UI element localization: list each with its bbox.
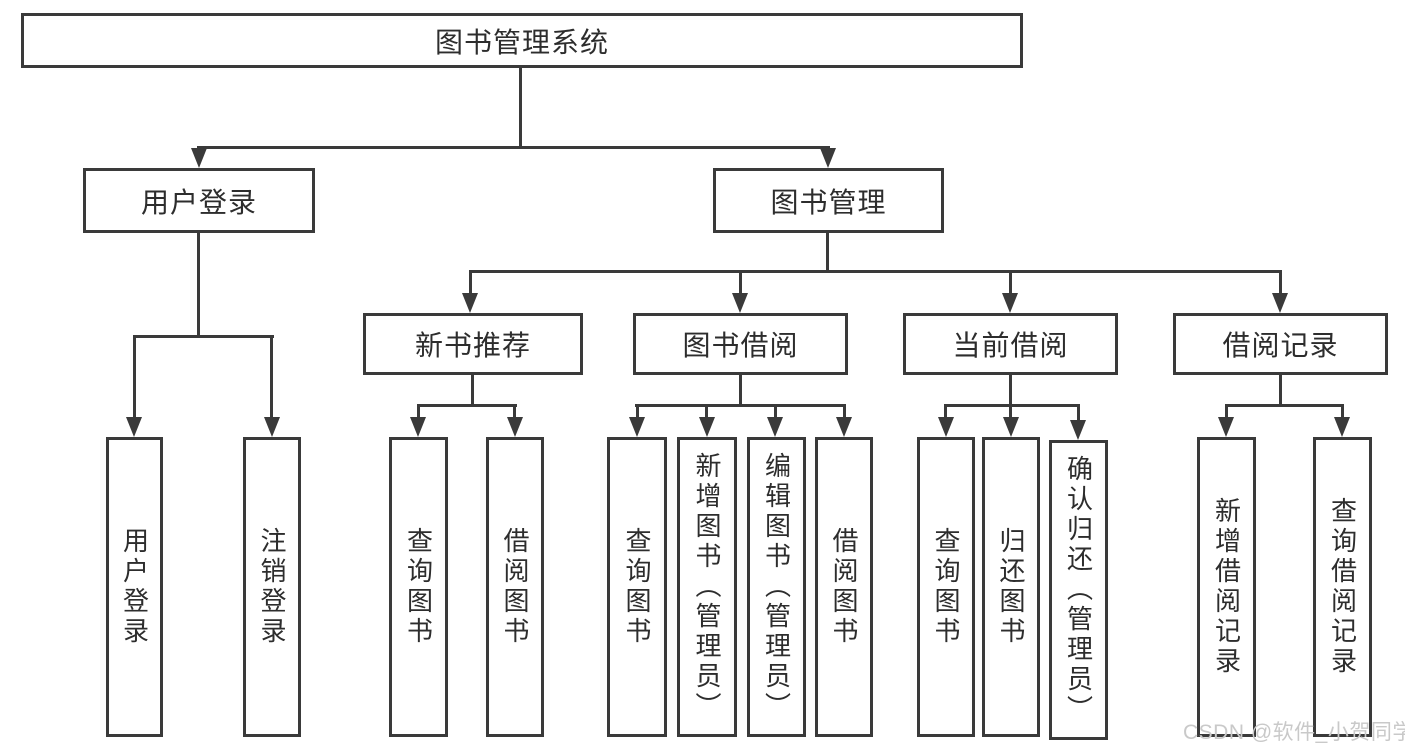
connector-shaft-query-books-borrowing — [636, 406, 639, 417]
connector-current-borrowing-hline — [944, 404, 1080, 407]
leaf-confirm-return-admin: 确认归还（管理员） — [1049, 440, 1108, 740]
node-book-borrowing: 图书借阅 — [633, 313, 848, 375]
connector-shaft-query-books-current — [944, 406, 947, 417]
connector-shaft-logout — [270, 337, 273, 417]
connector-shaft-current-borrowing — [1009, 272, 1012, 293]
connector-shaft-add-book — [705, 406, 708, 417]
arrowhead-borrow-books — [836, 417, 852, 437]
connector-new-book-hline — [417, 404, 517, 407]
arrowhead-book-management — [820, 148, 836, 168]
connector-level2-hline — [197, 146, 830, 149]
arrowhead-query-books-current — [938, 417, 954, 437]
arrowhead-add-book — [699, 417, 715, 437]
leaf-add-borrow-record: 新增借阅记录 — [1197, 437, 1256, 737]
arrowhead-borrow-books-recommend — [507, 417, 523, 437]
connector-book-management-stem — [826, 233, 829, 272]
connector-root-stem — [519, 68, 522, 148]
leaf-query-books-recommend: 查询图书 — [389, 437, 448, 737]
connector-shaft-book-borrowing — [739, 272, 742, 293]
node-library-management-system: 图书管理系统 — [21, 13, 1023, 68]
leaf-borrow-books-recommend: 借阅图书 — [486, 437, 544, 737]
leaf-borrow-books: 借阅图书 — [815, 437, 873, 737]
leaf-edit-book-admin: 编辑图书（管理员） — [747, 437, 806, 737]
connector-shaft-user-login-leaf — [133, 337, 136, 417]
connector-level3-hline — [469, 270, 1282, 273]
connector-shaft-return-books — [1009, 406, 1012, 417]
leaf-query-books-borrowing-label: 查询图书 — [622, 527, 652, 647]
csdn-watermark: CSDN @软件_小贺同学 — [1183, 721, 1405, 744]
connector-shaft-borrow-records — [1279, 272, 1282, 293]
arrowhead-user-login — [191, 148, 207, 168]
leaf-add-book-admin: 新增图书（管理员） — [677, 437, 737, 737]
arrowhead-book-borrowing — [732, 293, 748, 313]
connector-user-login-hline — [133, 335, 274, 338]
arrowhead-query-borrow-record — [1334, 417, 1350, 437]
leaf-add-borrow-record-label: 新增借阅记录 — [1211, 497, 1242, 677]
leaf-confirm-return-admin-label: 确认归还（管理员） — [1063, 455, 1094, 725]
connector-shaft-query-borrow-record — [1341, 406, 1344, 417]
leaf-query-borrow-record: 查询借阅记录 — [1313, 437, 1372, 737]
arrowhead-current-borrowing — [1002, 293, 1018, 313]
connector-book-borrowing-hline — [635, 404, 846, 407]
leaf-borrow-books-label: 借阅图书 — [829, 527, 859, 647]
node-new-book-recommendation: 新书推荐 — [363, 313, 583, 375]
connector-borrow-records-hline — [1225, 404, 1344, 407]
connector-shaft-borrow-books — [843, 406, 846, 417]
connector-shaft-new-book — [469, 272, 472, 293]
arrowhead-borrow-records — [1272, 293, 1288, 313]
connector-shaft-edit-book — [774, 406, 777, 417]
leaf-query-borrow-record-label: 查询借阅记录 — [1327, 497, 1358, 677]
leaf-user-login: 用户登录 — [106, 437, 163, 737]
leaf-edit-book-admin-label: 编辑图书（管理员） — [761, 452, 792, 722]
node-book-management: 图书管理 — [713, 168, 944, 233]
arrowhead-logout — [264, 417, 280, 437]
arrowhead-user-login-leaf — [126, 417, 142, 437]
connector-shaft-add-borrow-record — [1225, 406, 1228, 417]
node-borrow-records: 借阅记录 — [1173, 313, 1388, 375]
arrowhead-new-book-recommendation — [462, 293, 478, 313]
connector-new-book-stem — [471, 375, 474, 406]
connector-borrow-records-stem — [1279, 375, 1282, 406]
leaf-add-book-admin-label: 新增图书（管理员） — [692, 452, 722, 722]
arrowhead-query-books-recommend — [410, 417, 426, 437]
connector-current-borrowing-stem — [1009, 375, 1012, 406]
leaf-user-login-label: 用户登录 — [119, 527, 150, 647]
arrowhead-add-borrow-record — [1218, 417, 1234, 437]
node-user-login: 用户登录 — [83, 168, 315, 233]
arrowhead-query-books-borrowing — [629, 417, 645, 437]
leaf-query-books-recommend-label: 查询图书 — [403, 527, 434, 647]
connector-book-borrowing-stem — [739, 375, 742, 406]
connector-user-login-stem — [197, 233, 200, 337]
leaf-query-books-current-label: 查询图书 — [931, 527, 961, 647]
connector-shaft-borrow-books-recommend — [513, 406, 516, 417]
leaf-logout: 注销登录 — [243, 437, 301, 737]
arrowhead-edit-book — [767, 417, 783, 437]
leaf-return-books-label: 归还图书 — [996, 527, 1026, 647]
leaf-return-books: 归还图书 — [982, 437, 1040, 737]
arrowhead-return-books — [1003, 417, 1019, 437]
leaf-query-books-current: 查询图书 — [917, 437, 975, 737]
node-current-borrowing: 当前借阅 — [903, 313, 1118, 375]
leaf-borrow-books-recommend-label: 借阅图书 — [500, 527, 530, 647]
connector-shaft-query-books-recommend — [417, 406, 420, 417]
connector-shaft-confirm-return — [1077, 406, 1080, 420]
leaf-query-books-borrowing: 查询图书 — [607, 437, 667, 737]
leaf-logout-label: 注销登录 — [257, 527, 287, 647]
arrowhead-confirm-return — [1070, 420, 1086, 440]
